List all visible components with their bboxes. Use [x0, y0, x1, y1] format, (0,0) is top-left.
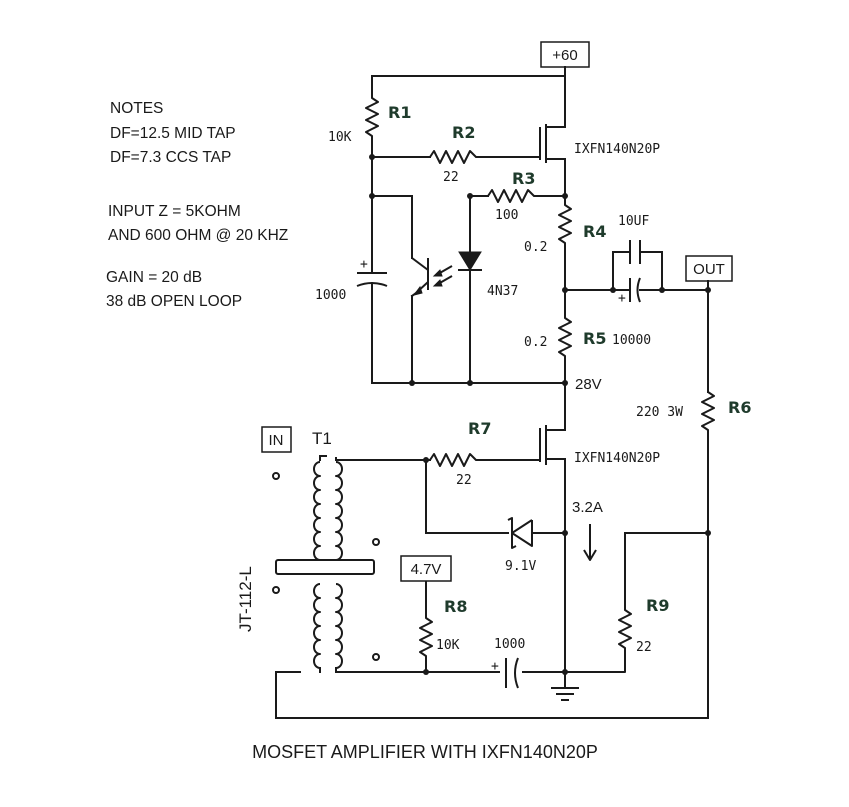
r2-value: 22 — [443, 170, 459, 185]
diagram-caption: MOSFET AMPLIFIER WITH IXFN140N20P — [252, 742, 598, 762]
output-box — [685, 255, 733, 282]
t1-part: JT-112-L — [236, 566, 255, 632]
note-df-ccs: DF=7.3 CCS TAP — [110, 149, 231, 166]
r4-ref: R4 — [583, 222, 606, 241]
zener-value: 9.1V — [505, 559, 536, 574]
resistor-r1: R1 10K — [328, 94, 411, 157]
resistor-r7: R7 22 — [335, 419, 540, 488]
resistor-r6: R6 220 3W — [636, 391, 751, 536]
mosfet-upper-part: IXFN140N20P — [574, 142, 660, 157]
feedback-cap-plus: + — [360, 257, 368, 272]
r8-value: 10K — [436, 638, 460, 653]
note-input-z: INPUT Z = 5KOHM — [108, 203, 241, 220]
cap-10uf-value: 10UF — [618, 214, 649, 229]
r3-ref: R3 — [512, 169, 535, 188]
r9-value: 22 — [636, 640, 652, 655]
cap-10000-value: 10000 — [612, 333, 651, 348]
mosfet-upper: IXFN140N20P — [539, 119, 660, 197]
r5-value: 0.2 — [524, 335, 547, 350]
notes-block: NOTES DF=12.5 MID TAP DF=7.3 CCS TAP INP… — [106, 100, 288, 310]
mid-voltage-label: 28V — [575, 376, 602, 393]
opto-part: 4N37 — [487, 284, 518, 299]
r6-ref: R6 — [728, 398, 751, 417]
r3-value: 100 — [495, 208, 518, 223]
optocoupler: 4N37 — [410, 193, 518, 384]
r7-ref: R7 — [468, 419, 491, 438]
transformer-t1: T1 JT-112-L — [236, 429, 709, 719]
r7-value: 22 — [456, 473, 472, 488]
supply-label: +60 — [552, 47, 577, 64]
resistor-r3: R3 100 — [469, 169, 568, 223]
bottom-cap-plus: + — [491, 659, 499, 674]
current-annotation: 3.2A — [572, 499, 603, 561]
note-df-mid: DF=12.5 MID TAP — [110, 125, 236, 142]
note-input-z-hf: AND 600 OHM @ 20 KHZ — [108, 227, 288, 244]
cap-10000-plus: + — [618, 291, 626, 306]
mid-node: 28V — [371, 376, 602, 431]
feedback-network: + 1000 — [315, 154, 388, 384]
r1-ref: R1 — [388, 103, 411, 122]
bias-label: 4.7V — [411, 561, 442, 578]
mosfet-lower: IXFN140N20P — [539, 425, 660, 673]
input-terminal: IN — [261, 426, 292, 453]
resistor-r8: R8 10K — [419, 581, 467, 675]
r5-ref: R5 — [583, 329, 606, 348]
output-label: OUT — [693, 261, 725, 278]
output-terminal: OUT — [685, 255, 733, 393]
zener-diode: 9.1V — [425, 459, 568, 574]
bottom-capacitor: + 1000 — [491, 637, 525, 689]
r8-ref: R8 — [444, 597, 467, 616]
note-gain: GAIN = 20 dB — [106, 269, 202, 286]
notes-heading: NOTES — [110, 100, 163, 117]
input-label: IN — [269, 432, 284, 449]
ground-symbol — [551, 669, 579, 701]
input-box — [261, 426, 292, 453]
supply-terminal: +60 — [371, 41, 590, 121]
resistor-r5: R5 0.2 — [524, 290, 606, 383]
resistor-r2: R2 22 — [371, 123, 540, 185]
resistor-r4: R4 0.2 — [524, 196, 606, 290]
note-open-loop: 38 dB OPEN LOOP — [106, 293, 242, 310]
bottom-cap-value: 1000 — [494, 637, 525, 652]
output-capacitors: 10UF + 10000 — [564, 214, 709, 348]
current-label: 3.2A — [572, 499, 603, 516]
bias-terminal: 4.7V — [400, 555, 452, 582]
t1-ref: T1 — [312, 429, 332, 448]
r2-ref: R2 — [452, 123, 475, 142]
mosfet-lower-part: IXFN140N20P — [574, 451, 660, 466]
r6-value: 220 3W — [636, 405, 683, 420]
r4-value: 0.2 — [524, 240, 547, 255]
r9-ref: R9 — [646, 596, 669, 615]
r1-value: 10K — [328, 130, 352, 145]
feedback-cap-value: 1000 — [315, 288, 346, 303]
resistor-r9: R9 22 — [565, 596, 669, 673]
